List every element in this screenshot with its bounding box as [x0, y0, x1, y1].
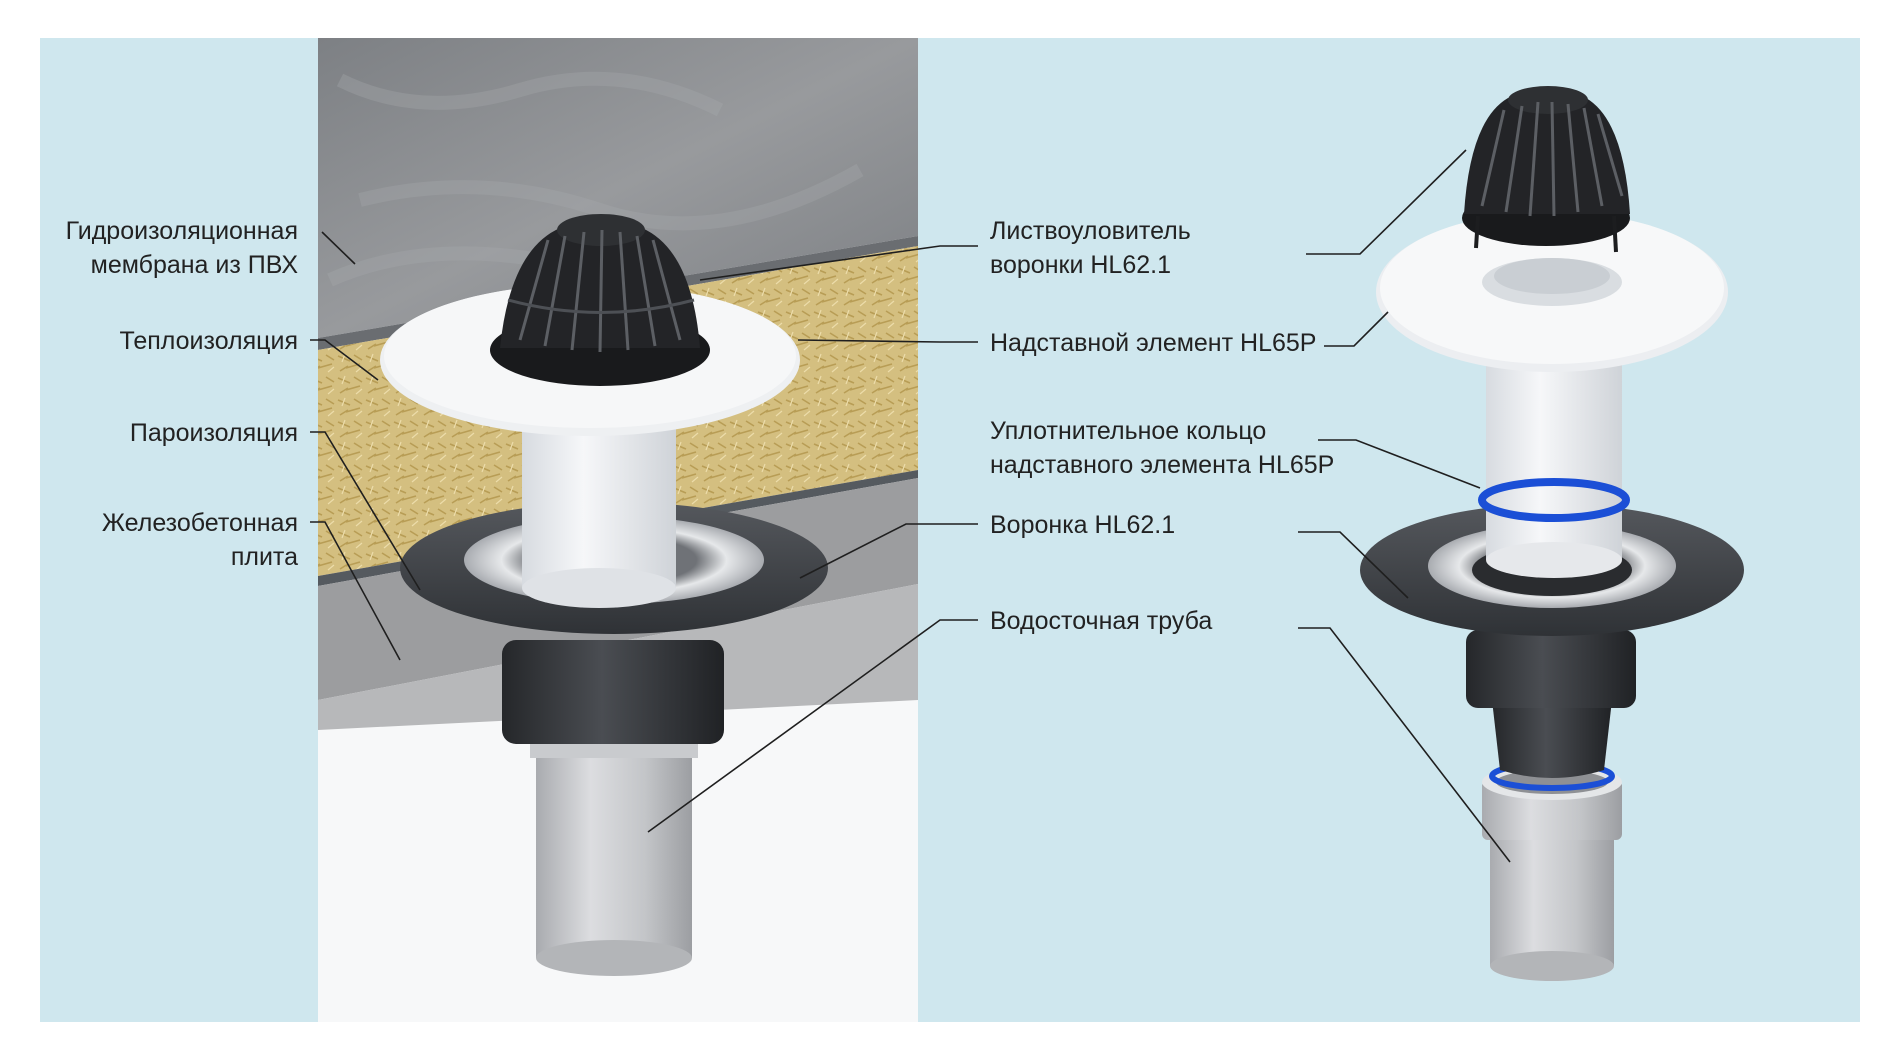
- leader-lines: [310, 149, 1511, 863]
- downpipe-icon: [530, 732, 698, 976]
- label-vapour-barrier: Пароизоляция: [129, 419, 298, 447]
- leader-extension-right: [1324, 311, 1389, 347]
- leader-insulation: [310, 339, 379, 381]
- label-roof-drain-funnel: Воронка HL62.1: [990, 511, 1176, 539]
- leader-funnel-right: [1298, 531, 1409, 599]
- exploded-view: [1360, 86, 1744, 981]
- leader-membrane: [321, 231, 356, 265]
- leader-funnel: [799, 523, 978, 579]
- label-pvc-membrane: Гидроизоляционная мембрана из ПВХ: [65, 217, 298, 279]
- exploded-downpipe: [1482, 761, 1622, 981]
- label-downpipe: Водосточная труба: [990, 607, 1213, 635]
- label-concrete-slab: Железобетонная плита: [101, 509, 298, 571]
- leader-downpipe: [647, 619, 978, 833]
- leader-concrete: [310, 521, 401, 661]
- label-seal-ring: Уплотнительное кольцо надставного элемен…: [990, 417, 1335, 479]
- label-leaf-guard: Листвоуловитель воронки HL62.1: [990, 217, 1191, 279]
- seal-ring-icon: [1478, 478, 1630, 522]
- leader-extension: [797, 339, 978, 343]
- pvc-membrane-surface: [318, 38, 918, 338]
- exploded-extension-element: [1376, 212, 1728, 578]
- label-thermal-insulation: Теплоизоляция: [119, 327, 298, 355]
- leader-vapour-barrier: [310, 431, 421, 591]
- leaf-guard-icon: [490, 214, 710, 386]
- leader-downpipe-right: [1298, 627, 1511, 863]
- label-extension-element: Надставной элемент HL65P: [990, 329, 1317, 357]
- exploded-leaf-guard-icon: [1462, 86, 1630, 253]
- leader-leaf-guard-right: [1306, 149, 1467, 255]
- installed-roof-section: [318, 38, 918, 1022]
- leader-seal-right: [1318, 439, 1481, 489]
- leader-leaf-guard: [699, 245, 978, 281]
